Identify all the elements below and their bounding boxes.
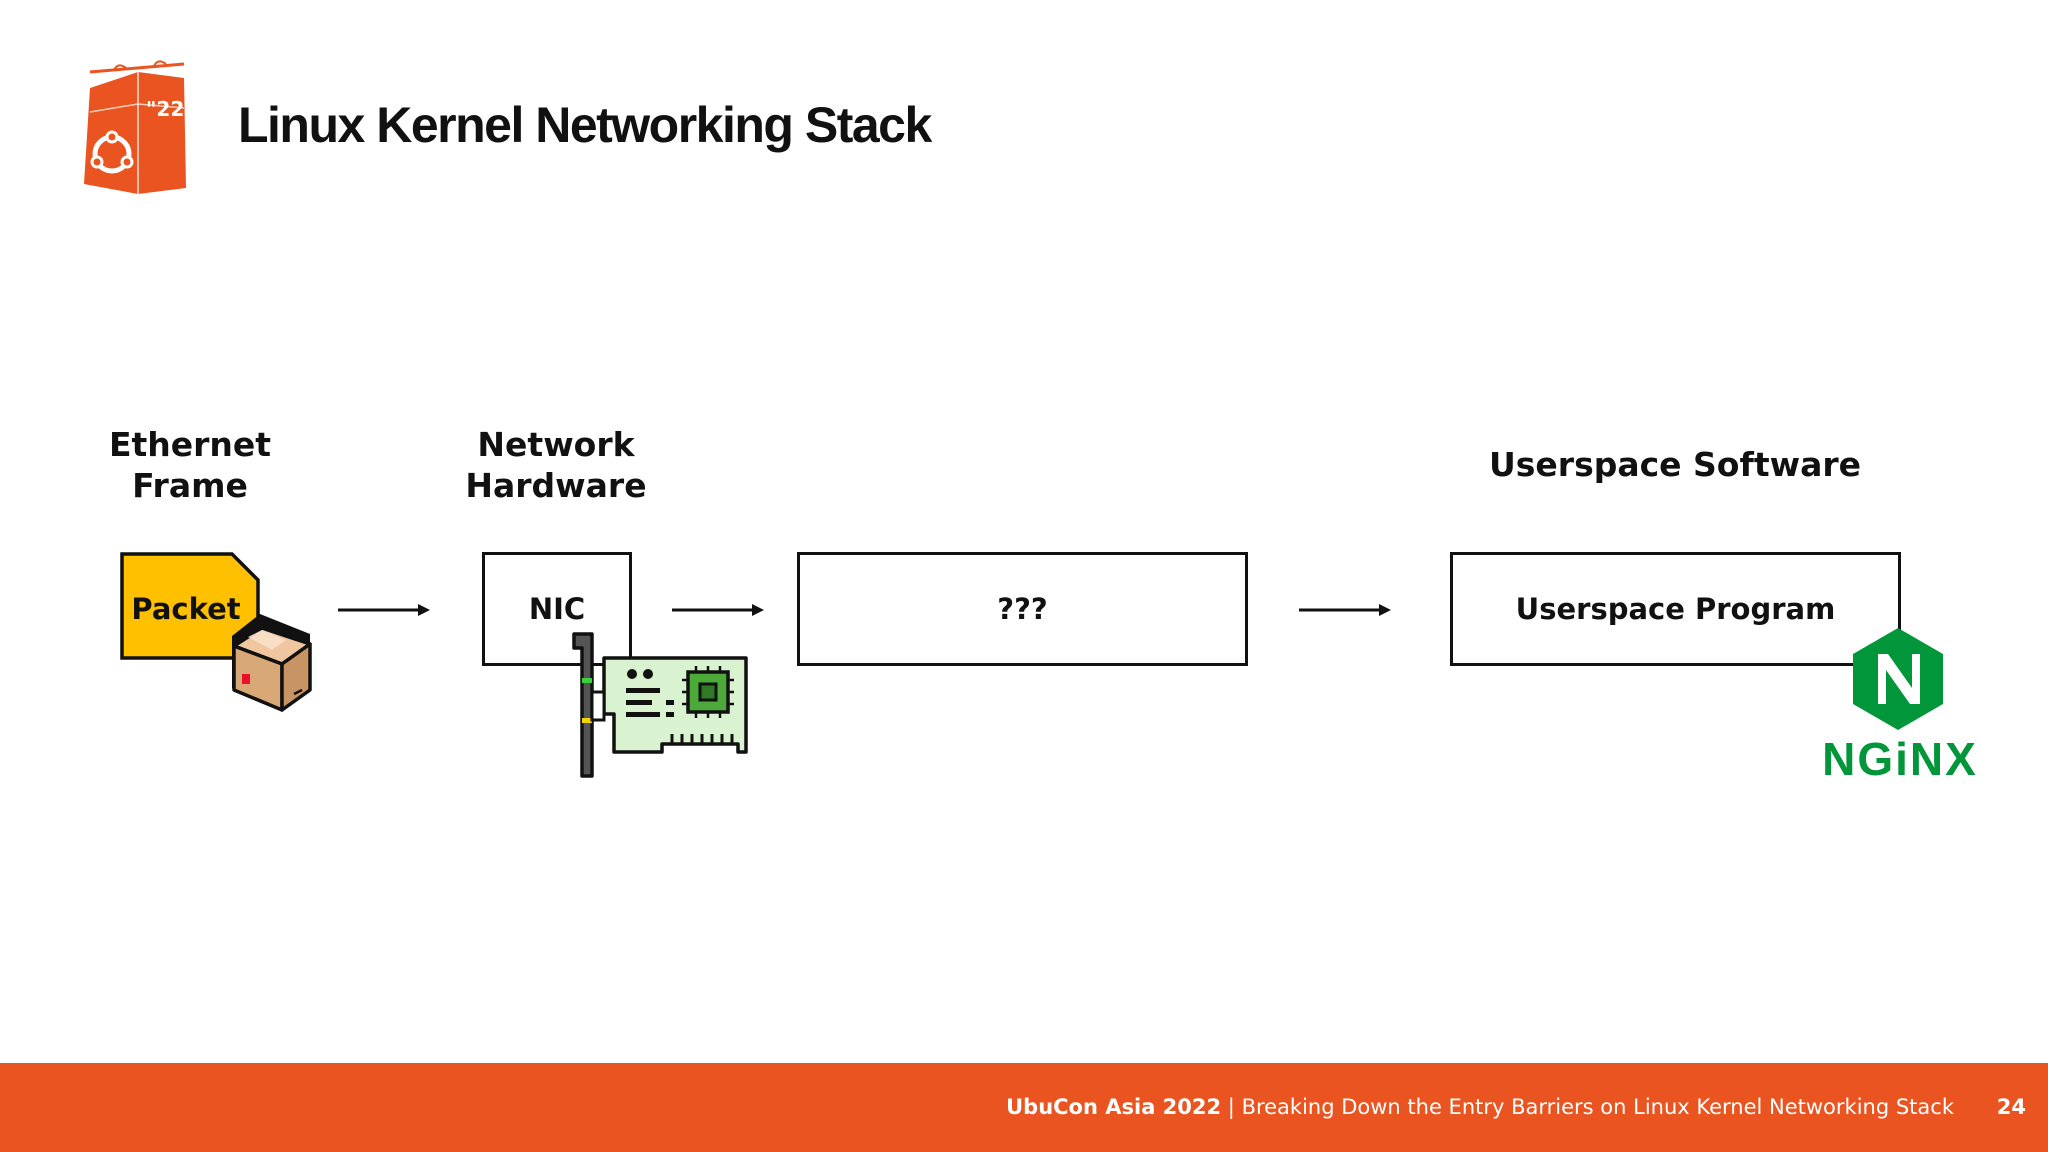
unknown-node: ??? — [797, 552, 1248, 666]
arrow-unknown-to-userspace — [1297, 600, 1393, 620]
nic-label: NIC — [528, 592, 586, 626]
footer-bar: UbuCon Asia 2022 | Breaking Down the Ent… — [0, 1063, 2048, 1152]
footer-text: UbuCon Asia 2022 | Breaking Down the Ent… — [1006, 1095, 1954, 1119]
packet-label: Packet — [131, 592, 241, 626]
footer-separator: | — [1221, 1095, 1242, 1119]
footer-talk-title: Breaking Down the Entry Barriers on Linu… — [1241, 1095, 1954, 1119]
heading-ethernet-frame: Ethernet Frame — [108, 425, 272, 505]
heading-userspace-software: Userspace Software — [1488, 445, 1862, 484]
ubucon-logo: "22 — [78, 60, 194, 204]
userspace-program-label: Userspace Program — [1515, 592, 1836, 626]
cardboard-box-icon — [228, 624, 314, 714]
userspace-program-node: Userspace Program — [1450, 552, 1901, 666]
page-number: 24 — [1996, 1095, 2026, 1119]
slide-title: Linux Kernel Networking Stack — [238, 97, 932, 153]
logo-text: "22 — [146, 97, 184, 121]
unknown-label: ??? — [997, 592, 1048, 626]
network-card-icon — [570, 630, 752, 780]
nic-node: NIC — [482, 552, 632, 666]
arrow-packet-to-nic — [336, 600, 432, 620]
heading-network-hardware: Network Hardware — [465, 425, 647, 505]
footer-event: UbuCon Asia 2022 — [1006, 1095, 1222, 1119]
arrow-nic-to-unknown — [670, 600, 766, 620]
nginx-hexagon-icon — [1850, 626, 1946, 732]
nginx-wordmark: NGiNX — [1822, 733, 1978, 785]
